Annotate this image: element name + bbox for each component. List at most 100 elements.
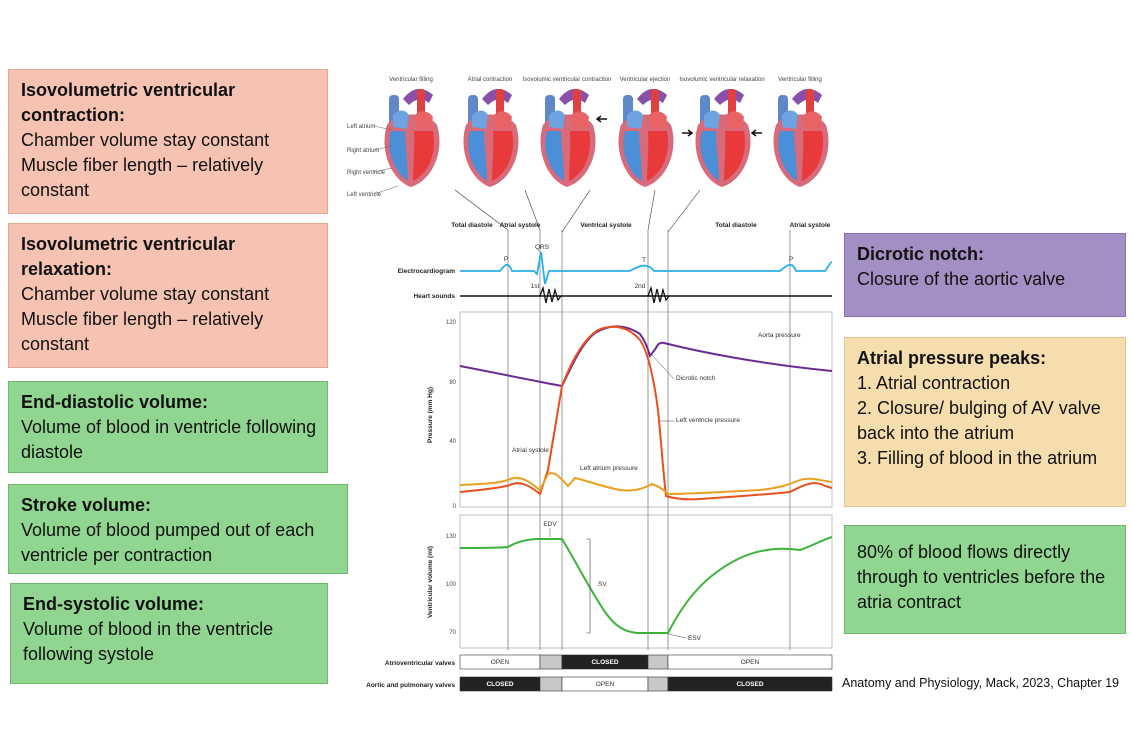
pressure-tick: 40 xyxy=(449,439,456,445)
av-valve-bar: OPEN CLOSED OPEN xyxy=(459,654,833,670)
heart-illustration xyxy=(773,88,829,187)
ecg-wave-label: QRS xyxy=(535,244,550,251)
chamber-label: Right atrium xyxy=(347,148,379,154)
esv-annotation: ESV xyxy=(688,635,702,642)
box-title: Isovolumetric ventricular relaxation: xyxy=(21,234,236,279)
box-title: Stroke volume: xyxy=(21,495,152,515)
ecg-wave-label: P xyxy=(789,256,793,263)
box-title: End-systolic volume: xyxy=(23,594,205,614)
phase-heading: Isovolumic ventricular contraction xyxy=(523,77,612,83)
volume-panel xyxy=(459,514,833,649)
box-title: Atrial pressure peaks: xyxy=(857,348,1047,368)
pressure-ticks: 120 80 40 0 xyxy=(446,320,457,510)
box-line: 80% of blood flows directly through to v… xyxy=(857,542,1106,612)
sv-bracket xyxy=(586,538,591,634)
av-state: OPEN xyxy=(491,659,510,666)
chamber-label: Right ventricle xyxy=(347,170,386,176)
dicrotic-notch-leader xyxy=(651,354,675,380)
second-heart-sound xyxy=(647,285,670,304)
box-line: Chamber volume stay constant xyxy=(21,284,270,304)
isovolumetric-relaxation-box: Isovolumetric ventricular relaxation: Ch… xyxy=(8,223,328,368)
left-atrium-annotation: Left atrium pressure xyxy=(580,465,638,472)
heart-illustration xyxy=(384,88,440,187)
first-heart-sound xyxy=(539,285,562,304)
cardiac-cycle-figure: Ventricular filling Atrial contraction I… xyxy=(347,77,833,692)
esv-leader xyxy=(667,633,687,639)
aorta-annotation: Aorta pressure xyxy=(758,332,801,339)
stroke-volume-box: Stroke volume: Volume of blood pumped ou… xyxy=(8,484,348,574)
box-title: Dicrotic notch: xyxy=(857,244,985,264)
semilunar-valve-bar: CLOSED OPEN CLOSED xyxy=(459,676,833,692)
isovolumetric-contraction-box: Isovolumetric ventricular contraction: C… xyxy=(8,69,328,214)
box-line: Closure of the aortic valve xyxy=(857,269,1066,289)
av-state: OPEN xyxy=(741,659,760,666)
period-label: Ventrical systole xyxy=(580,222,632,229)
chamber-label: Left atrium xyxy=(347,124,375,130)
box-line: 3. Filling of blood in the atrium xyxy=(857,448,1098,468)
pressure-tick: 0 xyxy=(453,504,457,510)
ecg-label: Electrocardiogram xyxy=(398,268,456,275)
heart-sounds-label: Heart sounds xyxy=(413,293,455,300)
heart-sound-label: 1st xyxy=(531,283,540,290)
dicrotic-notch-box: Dicrotic notch: Closure of the aortic va… xyxy=(844,233,1126,317)
phase-heading: Atrial contraction xyxy=(468,77,513,83)
citation: Anatomy and Physiology, Mack, 2023, Chap… xyxy=(842,676,1120,690)
pressure-axis-label: Pressure (mm Hg) xyxy=(427,387,434,443)
sv-annotation: SV xyxy=(598,581,607,588)
box-line: Volume of blood pumped out of each ventr… xyxy=(21,520,315,565)
atrial-systole-annotation: Atrial systole xyxy=(512,447,549,454)
av-state: CLOSED xyxy=(591,659,618,666)
ecg-wave-label: P xyxy=(504,256,508,263)
phase-heading: Ventricular filling xyxy=(389,77,433,83)
dicrotic-notch-annotation: Dicrotic notch xyxy=(676,375,716,382)
phase-dividers xyxy=(507,230,791,650)
heart-illustration xyxy=(595,88,674,187)
ventricular-volume-curve xyxy=(459,536,833,634)
volume-axis-label: Ventricular volume (ml) xyxy=(427,546,434,618)
chamber-label: Left ventricle xyxy=(347,192,382,198)
volume-tick: 70 xyxy=(449,630,456,636)
period-headers: Total diastole Atrial systole Ventrical … xyxy=(451,222,831,229)
end-diastolic-volume-box: End-diastolic volume: Volume of blood in… xyxy=(8,381,328,473)
left-ventricle-annotation: Left ventricle pressure xyxy=(676,417,740,424)
phase-heading: Isovolumic ventricular relaxation xyxy=(679,77,764,83)
pressure-panel xyxy=(459,311,833,508)
phase-heading: Ventricular filling xyxy=(778,77,822,83)
pressure-tick: 80 xyxy=(449,380,456,386)
box-line: Volume of blood in ventricle following d… xyxy=(21,417,317,462)
edv-annotation: EDV xyxy=(543,521,557,528)
volume-ticks: 130 100 70 xyxy=(446,534,457,636)
box-line: Chamber volume stay constant xyxy=(21,130,270,150)
box-line: Muscle fiber length – relatively constan… xyxy=(21,309,264,354)
atrial-pressure-peaks-box: Atrial pressure peaks: 1. Atrial contrac… xyxy=(844,337,1126,507)
semilunar-valves-label: Aortic and pulmonary valves xyxy=(366,682,455,689)
box-line: 2. Closure/ bulging of AV valve back int… xyxy=(857,398,1101,443)
period-label: Atrial systole xyxy=(500,222,541,229)
box-title: Isovolumetric ventricular contraction: xyxy=(21,80,236,125)
heart-illustrations xyxy=(384,88,829,187)
period-label: Total diastole xyxy=(451,222,493,229)
left-atrium-pressure-curve xyxy=(459,472,833,496)
heart-illustration xyxy=(463,88,519,187)
box-line: Volume of blood in the ventricle followi… xyxy=(23,619,274,664)
box-title: End-diastolic volume: xyxy=(21,392,209,412)
chamber-labels: Left atrium Right atrium Right ventricle… xyxy=(347,124,399,198)
phase-heading: Ventricular ejection xyxy=(620,77,671,83)
phase-connectors xyxy=(454,189,701,233)
sl-state: CLOSED xyxy=(736,681,763,688)
atrial-filling-box: 80% of blood flows directly through to v… xyxy=(844,525,1126,634)
ecg-wave-label: T xyxy=(642,257,646,264)
volume-tick: 130 xyxy=(446,534,457,540)
heart-illustration xyxy=(540,88,596,187)
left-ventricle-pressure-curve xyxy=(459,325,833,501)
box-line: 1. Atrial contraction xyxy=(857,373,1011,393)
heart-illustration xyxy=(682,88,762,187)
end-systolic-volume-box: End-systolic volume: Volume of blood in … xyxy=(10,583,328,684)
sl-state: CLOSED xyxy=(486,681,513,688)
heart-sound-label: 2nd xyxy=(635,283,646,290)
ecg-trace xyxy=(460,251,833,285)
period-label: Total diastole xyxy=(715,222,757,229)
av-valves-label: Atrioventricular valves xyxy=(385,660,455,667)
sl-state: OPEN xyxy=(596,681,615,688)
aorta-pressure-curve xyxy=(459,325,833,388)
